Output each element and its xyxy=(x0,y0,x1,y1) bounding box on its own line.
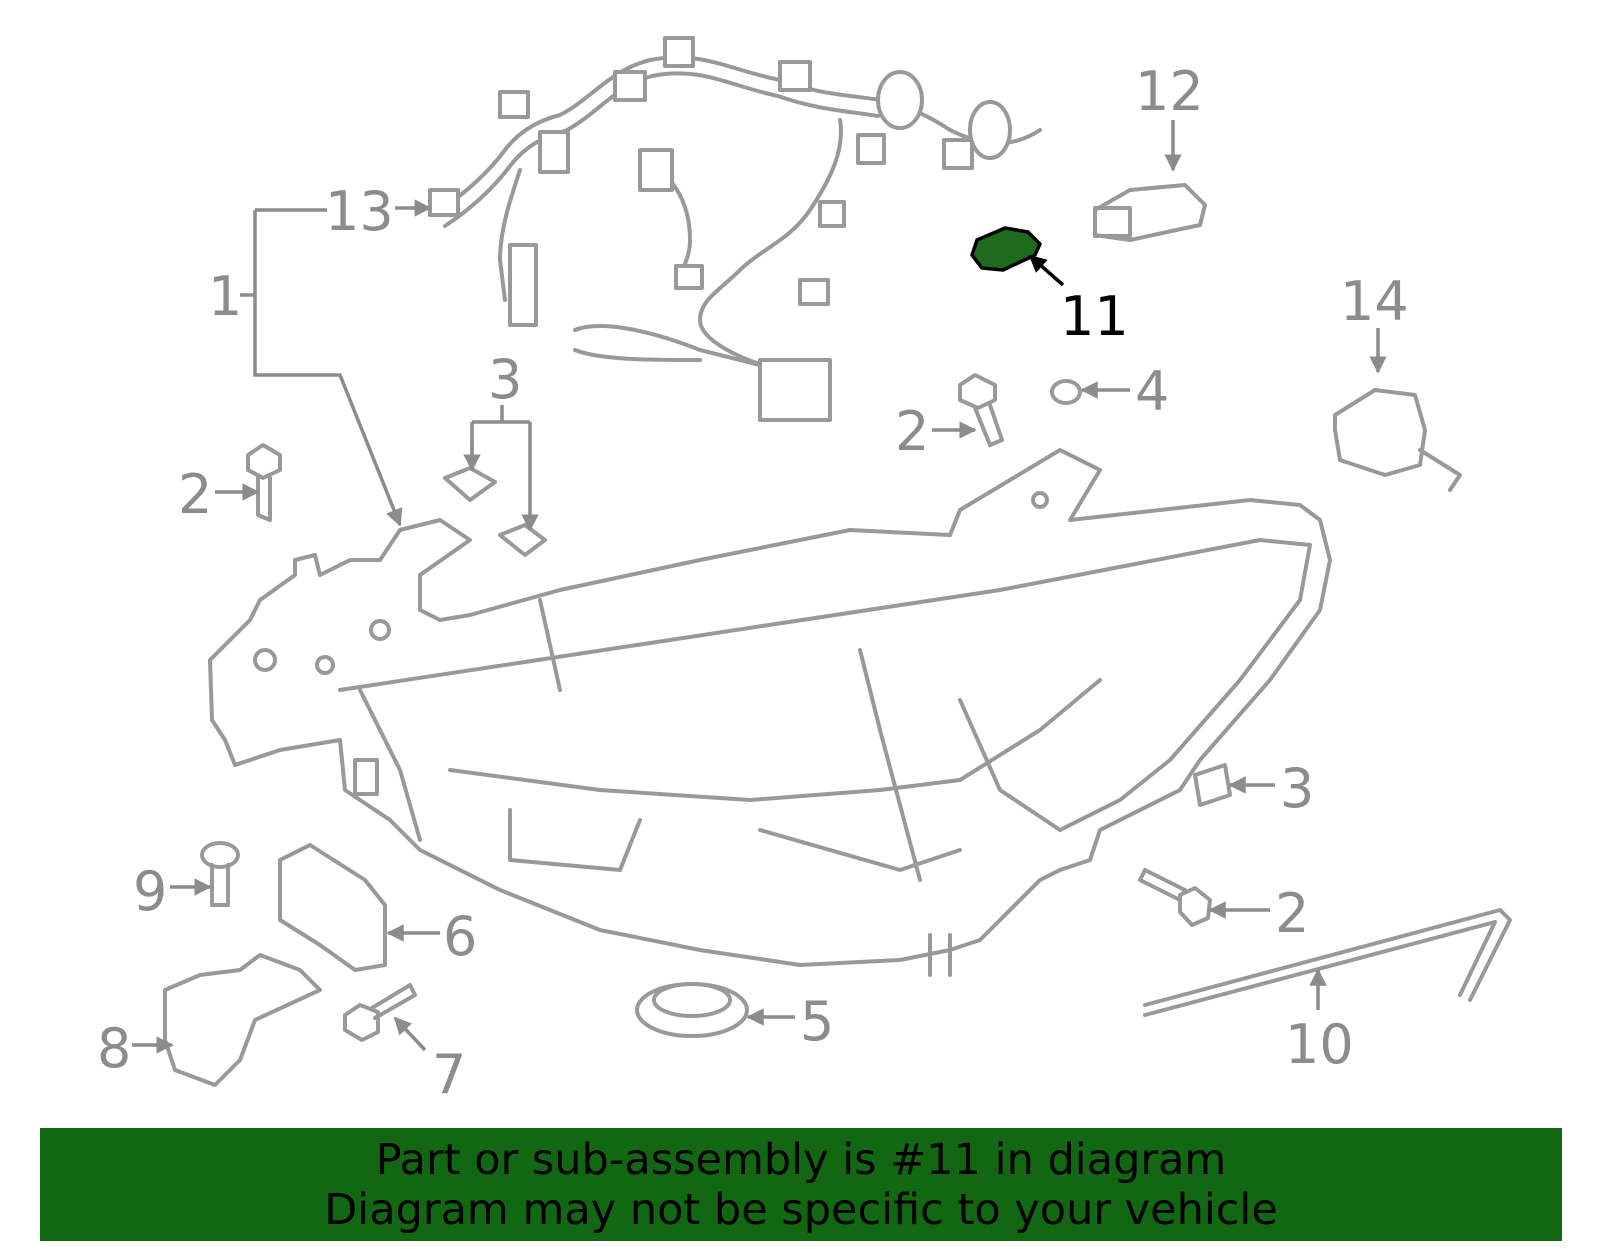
callout-1: 1 xyxy=(208,265,242,328)
bolt-2-right xyxy=(1138,868,1212,927)
callout-13: 13 xyxy=(325,180,394,243)
part-11-highlighted xyxy=(970,226,1042,272)
grommet-4 xyxy=(1050,379,1082,405)
screw-9 xyxy=(200,841,240,907)
callout-9: 9 xyxy=(133,860,167,923)
callout-8: 8 xyxy=(97,1017,131,1080)
callout-10: 10 xyxy=(1285,1013,1354,1076)
headlamp-assembly xyxy=(208,448,1332,977)
wiring-harness xyxy=(428,36,1042,422)
leader-lines xyxy=(132,120,1387,1054)
info-banner: Part or sub-assembly is #11 in diagram D… xyxy=(40,1128,1562,1241)
bulb-socket-12 xyxy=(1093,183,1207,242)
callout-3-right: 3 xyxy=(1280,757,1314,820)
bracket-6 xyxy=(278,843,387,972)
callout-3-upper: 3 xyxy=(488,348,522,411)
callout-6: 6 xyxy=(443,905,477,968)
callout-4: 4 xyxy=(1135,360,1169,423)
callout-2-left: 2 xyxy=(178,463,212,526)
callout-2-right: 2 xyxy=(1275,882,1309,945)
bolt-2-left xyxy=(246,443,282,522)
callout-12: 12 xyxy=(1135,60,1204,123)
module-14 xyxy=(1333,388,1462,492)
bracket-8 xyxy=(163,953,322,1087)
callout-2-center: 2 xyxy=(895,400,929,463)
seal-strip-10 xyxy=(1143,908,1512,1017)
callout-7: 7 xyxy=(432,1043,466,1106)
bolt-2-center xyxy=(958,373,1004,447)
callout-14: 14 xyxy=(1340,270,1409,333)
banner-line-1: Part or sub-assembly is #11 in diagram xyxy=(375,1134,1227,1185)
bolt-7 xyxy=(343,983,417,1042)
cap-5 xyxy=(635,982,749,1038)
callout-11: 11 xyxy=(1060,285,1129,348)
banner-line-2: Diagram may not be specific to your vehi… xyxy=(324,1184,1278,1235)
callout-5: 5 xyxy=(800,990,834,1053)
callouts: 1 2 2 2 3 3 4 5 6 7 8 9 10 11 12 13 14 xyxy=(97,60,1409,1106)
clip-3-right xyxy=(1193,763,1232,807)
